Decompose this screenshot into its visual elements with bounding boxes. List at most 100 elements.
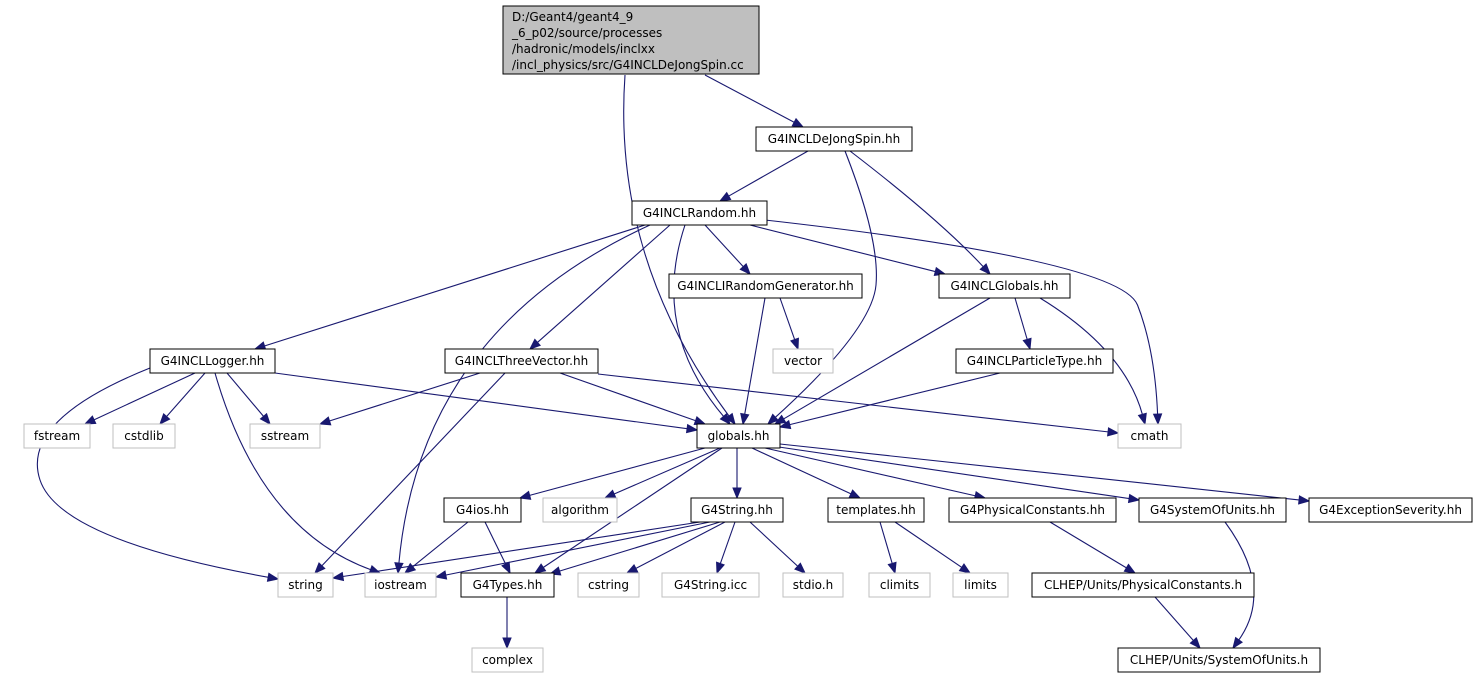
arrow-head-icon [159, 412, 171, 426]
arrow-head-icon [1107, 427, 1120, 437]
node-label: G4INCLThreeVector.hh [455, 354, 588, 368]
edge-logger-to-iostream [214, 372, 382, 574]
arrow-head-icon [502, 637, 512, 650]
arrow-head-icon [740, 412, 750, 426]
node-templates[interactable]: templates.hh [827, 497, 925, 523]
node-g4ios[interactable]: G4ios.hh [443, 497, 522, 523]
edge-random-to-irandomgenerator [704, 224, 751, 275]
node-box [577, 572, 640, 598]
node-box [938, 273, 1071, 299]
node-g4string[interactable]: G4String.hh [690, 497, 784, 523]
node-algorithm: algorithm [542, 497, 618, 523]
edge-globals-to-sysunits [771, 445, 1141, 504]
node-fstream: fstream [23, 423, 91, 449]
edge-globals-to-g4ios [518, 447, 706, 500]
node-box [149, 348, 276, 374]
edge-irandomgenerator-to-globals [740, 297, 766, 426]
node-box [542, 497, 618, 523]
node-root[interactable]: D:/Geant4/geant4_9 _6_p02/source/processe… [502, 5, 760, 75]
edge-threevector-to-globals [559, 372, 707, 425]
node-string: string [277, 572, 334, 598]
node-box [952, 572, 1009, 598]
arrow-head-icon [979, 263, 991, 275]
node-label-line: _6_p02/source/processes [511, 26, 662, 40]
node-label: G4ios.hh [456, 503, 509, 517]
node-box [955, 348, 1114, 374]
arrow-head-icon [603, 489, 617, 499]
node-box [364, 572, 437, 598]
node-g4types[interactable]: G4Types.hh [460, 572, 555, 598]
node-box [1308, 497, 1473, 523]
node-label: globals.hh [708, 429, 770, 443]
node-climits: climits [868, 572, 931, 598]
node-label: templates.hh [836, 503, 915, 517]
edge-g4string-to-cstring [625, 521, 726, 574]
node-label: G4INCLLogger.hh [161, 354, 265, 368]
edge-g4ios-to-g4types [484, 521, 511, 575]
node-sstream: sstream [249, 423, 321, 449]
arrow-head-icon [848, 489, 862, 499]
node-label: sstream [261, 429, 309, 443]
node-label: G4String.hh [701, 503, 773, 517]
node-label: fstream [34, 429, 80, 443]
edge-globals-to-exceptionseverity [779, 443, 1311, 505]
arrow-head-icon [1152, 413, 1163, 426]
edge-templates-to-limits [894, 521, 972, 574]
node-label: G4INCLRandom.hh [643, 206, 756, 220]
edge-logger-to-fstream [83, 372, 196, 425]
node-particletype[interactable]: G4INCLParticleType.hh [955, 348, 1114, 374]
node-box [249, 423, 321, 449]
node-label: cstdlib [124, 429, 163, 443]
node-cstdlib: cstdlib [112, 423, 176, 449]
arrow-head-icon [685, 423, 699, 434]
arrow-head-icon [958, 563, 972, 574]
arrow-head-icon [773, 414, 787, 425]
node-box [772, 348, 834, 374]
node-box [444, 348, 599, 374]
node-label: cstring [588, 578, 629, 592]
arrow-head-icon [1137, 412, 1147, 426]
node-irandomgenerator[interactable]: G4INCLIRandomGenerator.hh [668, 273, 863, 299]
node-label: stdio.h [793, 578, 833, 592]
edge-logger-to-globals [274, 372, 699, 434]
arrow-head-icon [1127, 493, 1141, 504]
node-globals[interactable]: globals.hh [696, 423, 781, 449]
node-clhep_units[interactable]: CLHEP/Units/SystemOfUnits.h [1117, 647, 1321, 673]
edge-globals-to-g4types [533, 447, 723, 574]
edge-dejongspin-to-random [718, 150, 809, 202]
node-label: G4Types.hh [473, 578, 543, 592]
arrow-head-icon [625, 563, 639, 574]
edge-random-to-cmath [764, 219, 1163, 426]
edge-globals-to-templates [751, 447, 862, 499]
node-sysunits[interactable]: G4SystemOfUnits.hh [1138, 497, 1287, 523]
node-box [868, 572, 931, 598]
node-label: iostream [374, 578, 427, 592]
arrow-head-icon [266, 572, 280, 582]
edge-g4string-to-iostream [434, 521, 711, 580]
node-inclglobals[interactable]: G4INCLGlobals.hh [938, 273, 1071, 299]
node-label-line: D:/Geant4/geant4_9 [512, 10, 633, 24]
node-box [948, 497, 1117, 523]
edge-threevector-to-string [314, 372, 506, 574]
edge-threevector-to-cmath [597, 373, 1120, 437]
edge-globals-to-physconst [764, 447, 987, 501]
node-threevector[interactable]: G4INCLThreeVector.hh [444, 348, 599, 374]
node-box [443, 497, 522, 523]
node-dejongspin[interactable]: G4INCLDeJongSpin.hh [755, 126, 913, 152]
edge-physconst-to-clhep_physconst [1049, 521, 1137, 574]
node-box [1138, 497, 1287, 523]
node-label: vector [784, 354, 822, 368]
edge-globals-to-g4string [732, 448, 742, 500]
node-physconst[interactable]: G4PhysicalConstants.hh [948, 497, 1117, 523]
node-label-line: /hadronic/models/inclxx [512, 42, 655, 56]
node-box [668, 273, 863, 299]
arrow-head-icon [1298, 495, 1311, 505]
arrow-head-icon [778, 419, 792, 430]
arrow-head-icon [1232, 636, 1243, 650]
node-random[interactable]: G4INCLRandom.hh [631, 200, 768, 226]
node-logger[interactable]: G4INCLLogger.hh [149, 348, 276, 374]
node-exceptionseverity[interactable]: G4ExceptionSeverity.hh [1308, 497, 1473, 523]
arrow-head-icon [718, 191, 732, 202]
node-clhep_physconst[interactable]: CLHEP/Units/PhysicalConstants.h [1031, 572, 1255, 598]
